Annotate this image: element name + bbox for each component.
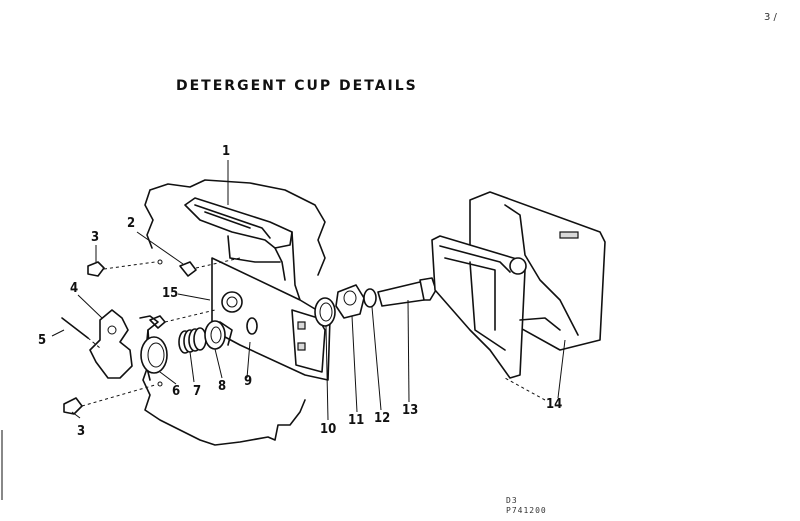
latch-lever	[89, 309, 133, 379]
callout-8: 8	[218, 379, 227, 394]
leader-lines	[51, 160, 566, 421]
callout-9: 9	[244, 374, 253, 389]
cup-housing	[184, 197, 293, 249]
cup-housing-inner	[194, 204, 271, 239]
pin	[61, 317, 101, 349]
cup-housing-body	[227, 231, 301, 301]
callout-6: 6	[172, 384, 181, 399]
cover-plate-hole-large	[221, 291, 243, 313]
drawing-code-line2: P741200	[506, 506, 547, 515]
cover-plate-hole-inner	[226, 296, 238, 308]
callout-10: 10	[320, 422, 337, 437]
screw-3-lower	[63, 381, 163, 415]
callout-3-upper: 3	[91, 230, 100, 245]
callout-4: 4	[70, 281, 79, 296]
retainer	[204, 320, 233, 350]
seal-ring	[140, 336, 168, 374]
cup-door	[431, 191, 606, 379]
coil-spring	[178, 327, 207, 354]
screw-2	[179, 257, 241, 277]
callout-7: 7	[193, 384, 202, 399]
callout-15: 15	[162, 286, 179, 301]
callout-5: 5	[38, 333, 47, 348]
diagram-title: DETERGENT CUP DETAILS	[176, 78, 418, 94]
shaft	[377, 277, 437, 307]
bracket-slot-2	[297, 342, 306, 351]
bushing	[335, 284, 365, 319]
bracket-slot-1	[297, 321, 306, 330]
lever-pivot	[107, 325, 117, 335]
screw-3-upper	[87, 259, 163, 277]
washer-12	[363, 288, 377, 308]
callout-13: 13	[402, 403, 419, 418]
corner-mark: 3 /	[764, 12, 777, 23]
drawing-code-line1: D3	[506, 496, 518, 505]
callout-12: 12	[374, 411, 391, 426]
cover-plate-hole-small	[246, 317, 258, 335]
callout-11: 11	[348, 413, 365, 428]
callout-14: 14	[546, 397, 563, 412]
callout-3-lower: 3	[77, 424, 86, 439]
callout-2: 2	[127, 216, 136, 231]
callout-1: 1	[222, 144, 231, 159]
screw-15	[149, 309, 216, 329]
